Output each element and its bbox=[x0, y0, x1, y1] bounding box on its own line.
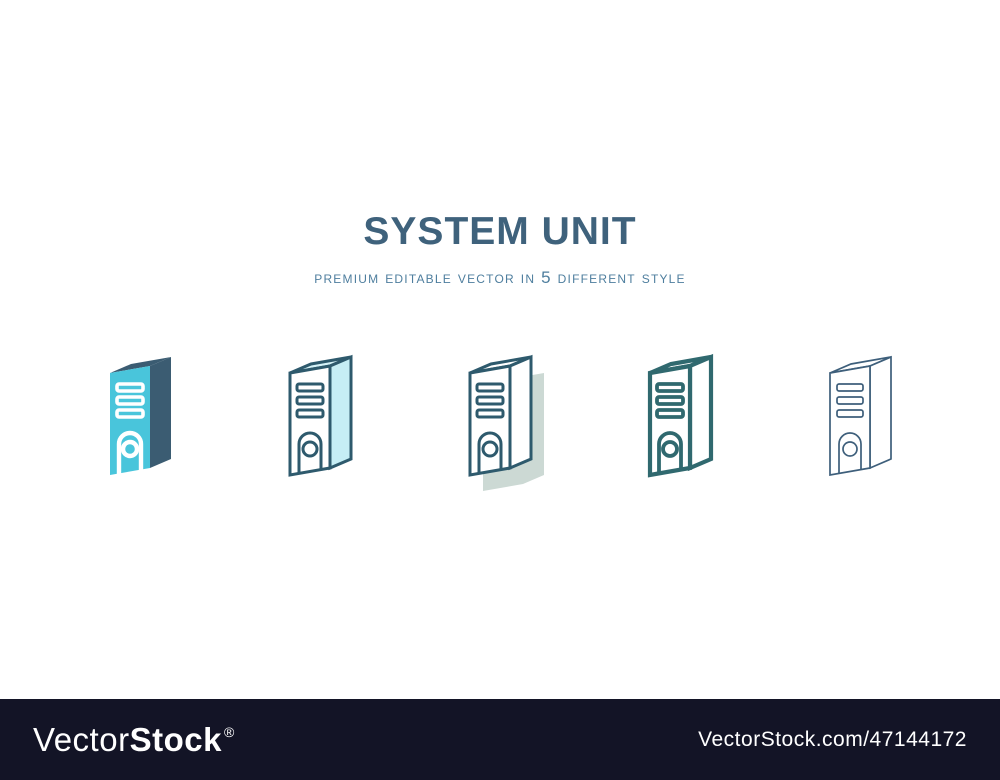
icon-cell-4 bbox=[590, 346, 770, 496]
drive-arch bbox=[838, 432, 862, 474]
icon-row bbox=[0, 346, 1000, 496]
power-button bbox=[481, 440, 499, 458]
vectorstock-logo: VectorStock® bbox=[33, 721, 235, 759]
front-face bbox=[468, 364, 512, 477]
icon-cell-5 bbox=[770, 346, 950, 496]
icon-cell-3 bbox=[410, 346, 590, 496]
vent-slot bbox=[295, 395, 325, 406]
drive-arch bbox=[116, 430, 144, 474]
page-subtitle: premium editable vector in 5 different s… bbox=[314, 268, 686, 287]
drive-arch bbox=[297, 431, 323, 474]
vent-slot bbox=[115, 395, 145, 406]
side-face bbox=[687, 353, 714, 472]
page-title: SYSTEM UNIT bbox=[363, 210, 637, 253]
side-face bbox=[150, 357, 171, 468]
system-unit-outline-bold-icon bbox=[647, 353, 714, 478]
vent-slot bbox=[115, 408, 145, 419]
vent-slot bbox=[836, 383, 864, 392]
front-face bbox=[829, 364, 871, 477]
front-face bbox=[288, 364, 332, 477]
vent-slot bbox=[115, 382, 145, 393]
system-unit-outline-thin-icon bbox=[829, 355, 892, 477]
drive-arch bbox=[657, 431, 683, 474]
vent-slot bbox=[655, 408, 685, 419]
vent-slot bbox=[295, 408, 325, 419]
side-face bbox=[869, 355, 892, 470]
system-unit-outline-shadow-icon bbox=[468, 354, 544, 491]
vent-slot bbox=[475, 382, 505, 393]
vent-slot bbox=[836, 409, 864, 418]
vent-slot bbox=[836, 396, 864, 405]
vent-slot bbox=[655, 382, 685, 393]
drive-arch bbox=[477, 431, 503, 474]
footer-bar: VectorStock® VectorStock.com/47144172 bbox=[0, 699, 1000, 780]
icon-cell-2 bbox=[230, 346, 410, 496]
attribution-text: VectorStock.com/47144172 bbox=[698, 727, 967, 751]
top-face bbox=[110, 357, 171, 373]
header: SYSTEM UNIT premium editable vector in 5… bbox=[0, 210, 1000, 288]
side-face bbox=[328, 354, 353, 471]
vent-slot bbox=[295, 382, 325, 393]
logo-text-light: Vector bbox=[33, 720, 130, 758]
vent-slot bbox=[655, 395, 685, 406]
power-button bbox=[120, 439, 140, 459]
logo-text-bold: Stock bbox=[129, 720, 222, 758]
registered-trademark-mark: ® bbox=[223, 723, 235, 740]
system-unit-flat-icon bbox=[110, 357, 171, 475]
power-button bbox=[661, 440, 679, 458]
side-face bbox=[508, 354, 533, 471]
vent-slot bbox=[475, 395, 505, 406]
icon-cell-1 bbox=[50, 346, 230, 496]
system-unit-outline-color-icon bbox=[288, 354, 353, 477]
power-button bbox=[301, 440, 319, 458]
vent-slot bbox=[475, 408, 505, 419]
power-button bbox=[842, 441, 858, 457]
